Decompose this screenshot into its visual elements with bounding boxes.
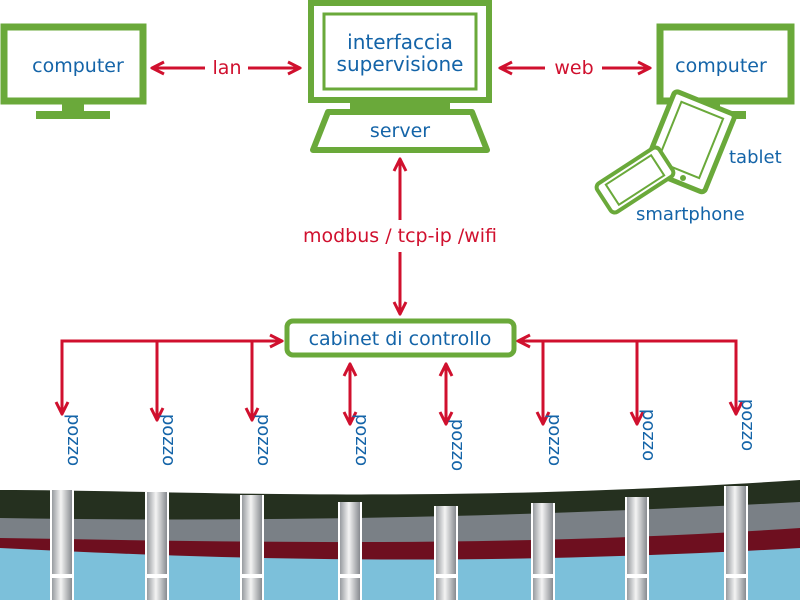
web-link: web (500, 57, 650, 79)
well-base (241, 574, 263, 578)
well-6: pozzo (531, 414, 565, 600)
distribution-lines (62, 341, 736, 424)
well-base (146, 574, 168, 578)
well-label: pozzo (63, 414, 84, 466)
well-base (626, 574, 648, 578)
well-pipe (146, 492, 168, 600)
soil-dark-layer (0, 480, 800, 520)
protocols-label: modbus / tcp-ip /wifi (303, 225, 497, 247)
well-8: pozzo (724, 399, 758, 600)
distribution-left (62, 341, 282, 414)
well-pipe (725, 486, 747, 600)
well-pipe (241, 495, 263, 600)
cabinet-label: cabinet di controllo (309, 328, 492, 350)
well-label: pozzo (447, 419, 468, 471)
smartphone-label: smartphone (636, 204, 745, 225)
wells-group: pozzo pozzo pozzo pozzo pozzo pozzo pozzo pozzo (50, 399, 758, 600)
server-screen-line1: interfaccia (347, 30, 453, 54)
well-pipe (626, 497, 648, 600)
well-label: pozzo (544, 414, 565, 466)
water-layer (0, 545, 800, 600)
well-3: pozzo (240, 414, 274, 600)
smartphone-device: smartphone (594, 145, 745, 225)
right-computer-label: computer (675, 55, 767, 77)
well-pipe (532, 503, 554, 600)
well-4: pozzo (338, 414, 372, 600)
well-label: pozzo (158, 414, 179, 466)
lan-label: lan (213, 57, 242, 79)
server-label: server (370, 120, 430, 142)
server-screen-line2: supervisione (337, 52, 464, 76)
server-cabinet-link: modbus / tcp-ip /wifi (303, 159, 497, 314)
distribution-right (518, 341, 736, 414)
well-5: pozzo (434, 419, 468, 600)
well-base (532, 574, 554, 578)
ground-layers (0, 480, 800, 600)
well-pipe (435, 506, 457, 600)
well-2: pozzo (145, 414, 179, 600)
well-pipe (51, 490, 73, 600)
well-base (339, 574, 361, 578)
well-label: pozzo (737, 399, 758, 451)
well-base (725, 574, 747, 578)
well-label: pozzo (253, 414, 274, 466)
left-computer: computer (0, 23, 147, 119)
server-laptop: interfaccia supervisione server (308, 0, 492, 153)
left-computer-label: computer (32, 55, 124, 77)
soil-red-layer (0, 525, 800, 560)
lan-link: lan (152, 57, 300, 79)
well-label: pozzo (351, 414, 372, 466)
well-base (435, 574, 457, 578)
control-cabinet: cabinet di controllo (284, 318, 517, 358)
well-7: pozzo (625, 409, 659, 600)
well-base (51, 574, 73, 578)
well-label: pozzo (638, 409, 659, 461)
tablet-label: tablet (729, 147, 782, 168)
web-label: web (554, 57, 593, 79)
well-1: pozzo (50, 414, 84, 600)
well-pipe (339, 502, 361, 600)
